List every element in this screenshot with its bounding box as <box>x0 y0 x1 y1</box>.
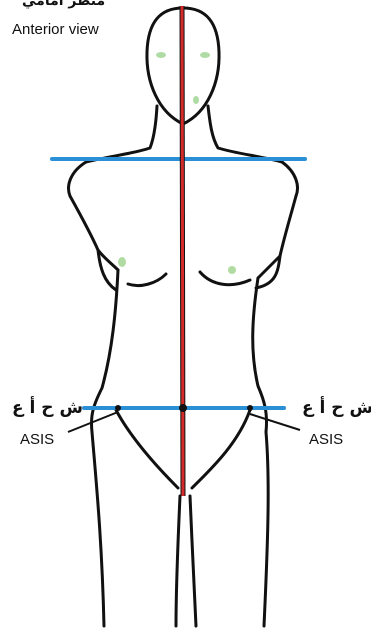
left-asis-point <box>115 405 121 411</box>
left-asis-label-arabic: ش ح أ ع <box>12 400 83 417</box>
left-arm-outline <box>70 196 116 290</box>
shading-marks <box>118 52 236 274</box>
right-asis-label-english: ASIS <box>309 432 343 447</box>
right-asis-label-arabic: ش ح أ ع <box>302 400 371 417</box>
left-chest-line <box>128 274 166 286</box>
left-outer-leg <box>92 432 104 626</box>
right-groin-line <box>192 410 250 488</box>
left-neck-shoulder-outline <box>69 106 157 196</box>
left-asis-label-english: ASIS <box>20 432 54 447</box>
right-asis-point <box>247 405 253 411</box>
left-inner-leg <box>176 496 180 626</box>
view-title-english: Anterior view <box>12 22 99 37</box>
right-neck-shoulder-outline <box>208 106 297 196</box>
right-chest-line <box>200 272 250 285</box>
center-point <box>179 404 187 412</box>
right-asis-leader <box>250 414 300 430</box>
view-title-arabic: منظر امامي <box>22 0 105 8</box>
left-groin-line <box>116 410 178 488</box>
right-outer-leg <box>264 432 268 626</box>
midline-red <box>182 6 183 496</box>
right-inner-leg <box>190 496 196 626</box>
